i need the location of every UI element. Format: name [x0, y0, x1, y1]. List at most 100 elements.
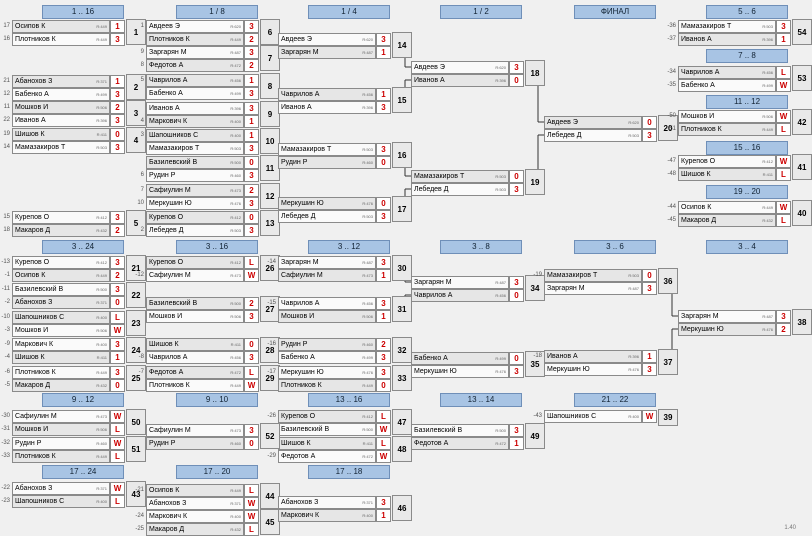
- player-box[interactable]: Меркушин ЮR:476: [411, 365, 509, 378]
- player-box[interactable]: Заргарян МR:487: [146, 46, 244, 59]
- player-box[interactable]: Лебедев ДR:503: [146, 224, 244, 237]
- player-box[interactable]: Базилевский ВR:500: [146, 156, 244, 169]
- player-box[interactable]: Маркович КR:400: [146, 115, 244, 128]
- player-box[interactable]: Бабенко АR:499: [278, 351, 376, 364]
- player-box[interactable]: Плотников КR:449: [678, 123, 776, 136]
- player-box[interactable]: Курепов ОR:412: [278, 410, 376, 423]
- player-box[interactable]: Авдеев ЭR:620: [544, 116, 642, 129]
- player-box[interactable]: Бабенко АR:499: [12, 88, 110, 101]
- player-box[interactable]: Рудин РR:460: [278, 156, 376, 169]
- player-box[interactable]: Мошков ИR:506: [146, 310, 244, 323]
- player-box[interactable]: Мамазакиров ТR:503: [278, 143, 376, 156]
- player-box[interactable]: Базилевский ВR:500: [411, 424, 509, 437]
- player-box[interactable]: Мошков ИR:506: [278, 310, 376, 323]
- player-box[interactable]: Бабенко АR:499: [411, 352, 509, 365]
- player-box[interactable]: Мошков ИR:506: [12, 324, 110, 337]
- player-box[interactable]: Рудин РR:460: [146, 437, 244, 450]
- player-box[interactable]: Лебедев ДR:503: [278, 210, 376, 223]
- player-box[interactable]: Абанохов ЗR:371: [146, 497, 244, 510]
- player-box[interactable]: Абанохов ЗR:371: [278, 496, 376, 509]
- player-box[interactable]: Осипов КR:449: [12, 20, 110, 33]
- player-box[interactable]: Осипов КR:449: [146, 484, 244, 497]
- player-box[interactable]: Чаврилов АR:456: [678, 66, 776, 79]
- player-box[interactable]: Мошков ИR:506: [678, 110, 776, 123]
- player-box[interactable]: Макаров ДR:432: [12, 224, 110, 237]
- player-box[interactable]: Чаврилов АR:456: [278, 88, 376, 101]
- player-box[interactable]: Чаврилов АR:456: [146, 74, 244, 87]
- player-box[interactable]: Заргарян МR:487: [678, 310, 776, 323]
- player-box[interactable]: Авдеев ЭR:620: [146, 20, 244, 33]
- player-box[interactable]: Маркович КR:400: [278, 509, 376, 522]
- player-box[interactable]: Чаврилов АR:456: [411, 289, 509, 302]
- player-box[interactable]: Иванов АR:396: [544, 350, 642, 363]
- player-box[interactable]: Федотов АR:472: [278, 450, 376, 463]
- player-box[interactable]: Осипов КR:449: [12, 269, 110, 282]
- player-box[interactable]: Курепов ОR:412: [678, 155, 776, 168]
- player-box[interactable]: Авдеев ЭR:620: [278, 33, 376, 46]
- player-box[interactable]: Мамазакиров ТR:503: [411, 170, 509, 183]
- player-box[interactable]: Сафиулин МR:473: [146, 269, 244, 282]
- player-box[interactable]: Федотов АR:472: [411, 437, 509, 450]
- player-box[interactable]: Мошков ИR:506: [12, 101, 110, 114]
- player-box[interactable]: Бабенко АR:499: [678, 79, 776, 92]
- player-box[interactable]: Шишов КR:411: [146, 338, 244, 351]
- player-box[interactable]: Авдеев ЭR:620: [411, 61, 509, 74]
- player-box[interactable]: Иванов АR:396: [411, 74, 509, 87]
- player-box[interactable]: Шишов КR:411: [678, 168, 776, 181]
- player-box[interactable]: Мамазакиров ТR:503: [146, 142, 244, 155]
- player-box[interactable]: Макаров ДR:432: [678, 214, 776, 227]
- player-box[interactable]: Плотников КR:449: [12, 33, 110, 46]
- player-box[interactable]: Рудин РR:460: [12, 437, 110, 450]
- player-box[interactable]: Заргарян МR:487: [544, 282, 642, 295]
- player-box[interactable]: Меркушин ЮR:476: [278, 366, 376, 379]
- player-box[interactable]: Маркович КR:400: [146, 510, 244, 523]
- player-box[interactable]: Заргарян МR:487: [278, 46, 376, 59]
- player-box[interactable]: Мошков ИR:506: [12, 423, 110, 436]
- player-box[interactable]: Мамазакиров ТR:503: [12, 141, 110, 154]
- player-box[interactable]: Абанохов ЗR:371: [12, 482, 110, 495]
- player-box[interactable]: Федотов АR:472: [146, 59, 244, 72]
- player-box[interactable]: Бабенко АR:499: [146, 87, 244, 100]
- player-box[interactable]: Шишов КR:411: [12, 128, 110, 141]
- player-box[interactable]: Абанохов ЗR:371: [12, 75, 110, 88]
- player-box[interactable]: Рудин РR:460: [146, 169, 244, 182]
- player-box[interactable]: Курепов ОR:412: [12, 211, 110, 224]
- player-box[interactable]: Чаврилов АR:456: [146, 351, 244, 364]
- player-box[interactable]: Мамазакиров ТR:503: [678, 20, 776, 33]
- player-box[interactable]: Иванов АR:396: [12, 114, 110, 127]
- player-box[interactable]: Базилевский ВR:500: [12, 283, 110, 296]
- player-box[interactable]: Сафиулин МR:473: [12, 410, 110, 423]
- player-box[interactable]: Шишов КR:411: [12, 351, 110, 364]
- player-box[interactable]: Плотников КR:449: [278, 379, 376, 392]
- player-box[interactable]: Иванов АR:396: [146, 102, 244, 115]
- player-box[interactable]: Шапошников СR:400: [12, 311, 110, 324]
- player-box[interactable]: Плотников КR:449: [146, 33, 244, 46]
- player-box[interactable]: Абанохов ЗR:371: [12, 296, 110, 309]
- player-box[interactable]: Мамазакиров ТR:503: [544, 269, 642, 282]
- player-box[interactable]: Маркович КR:400: [12, 338, 110, 351]
- player-box[interactable]: Заргарян МR:487: [411, 276, 509, 289]
- player-box[interactable]: Заргарян МR:487: [278, 256, 376, 269]
- player-box[interactable]: Меркушин ЮR:476: [678, 323, 776, 336]
- player-box[interactable]: Иванов АR:396: [678, 33, 776, 46]
- player-box[interactable]: Шишов КR:411: [278, 437, 376, 450]
- player-box[interactable]: Базилевский ВR:500: [278, 423, 376, 436]
- player-box[interactable]: Осипов КR:449: [678, 201, 776, 214]
- player-box[interactable]: Базилевский ВR:500: [146, 297, 244, 310]
- player-box[interactable]: Рудин РR:460: [278, 338, 376, 351]
- player-box[interactable]: Лебедев ДR:503: [411, 183, 509, 196]
- player-box[interactable]: Иванов АR:396: [278, 101, 376, 114]
- player-box[interactable]: Плотников КR:449: [12, 450, 110, 463]
- player-box[interactable]: Макаров ДR:432: [146, 523, 244, 536]
- player-box[interactable]: Курепов ОR:412: [146, 211, 244, 224]
- player-box[interactable]: Шапошников СR:400: [146, 129, 244, 142]
- player-box[interactable]: Чаврилов АR:456: [278, 297, 376, 310]
- player-box[interactable]: Плотников КR:449: [12, 366, 110, 379]
- player-box[interactable]: Плотников КR:449: [146, 379, 244, 392]
- player-box[interactable]: Сафиулин МR:473: [278, 269, 376, 282]
- player-box[interactable]: Меркушин ЮR:476: [278, 197, 376, 210]
- player-box[interactable]: Шапошников СR:400: [544, 410, 642, 423]
- player-box[interactable]: Сафиулин МR:473: [146, 184, 244, 197]
- player-box[interactable]: Меркушин ЮR:476: [544, 363, 642, 376]
- player-box[interactable]: Курепов ОR:412: [12, 256, 110, 269]
